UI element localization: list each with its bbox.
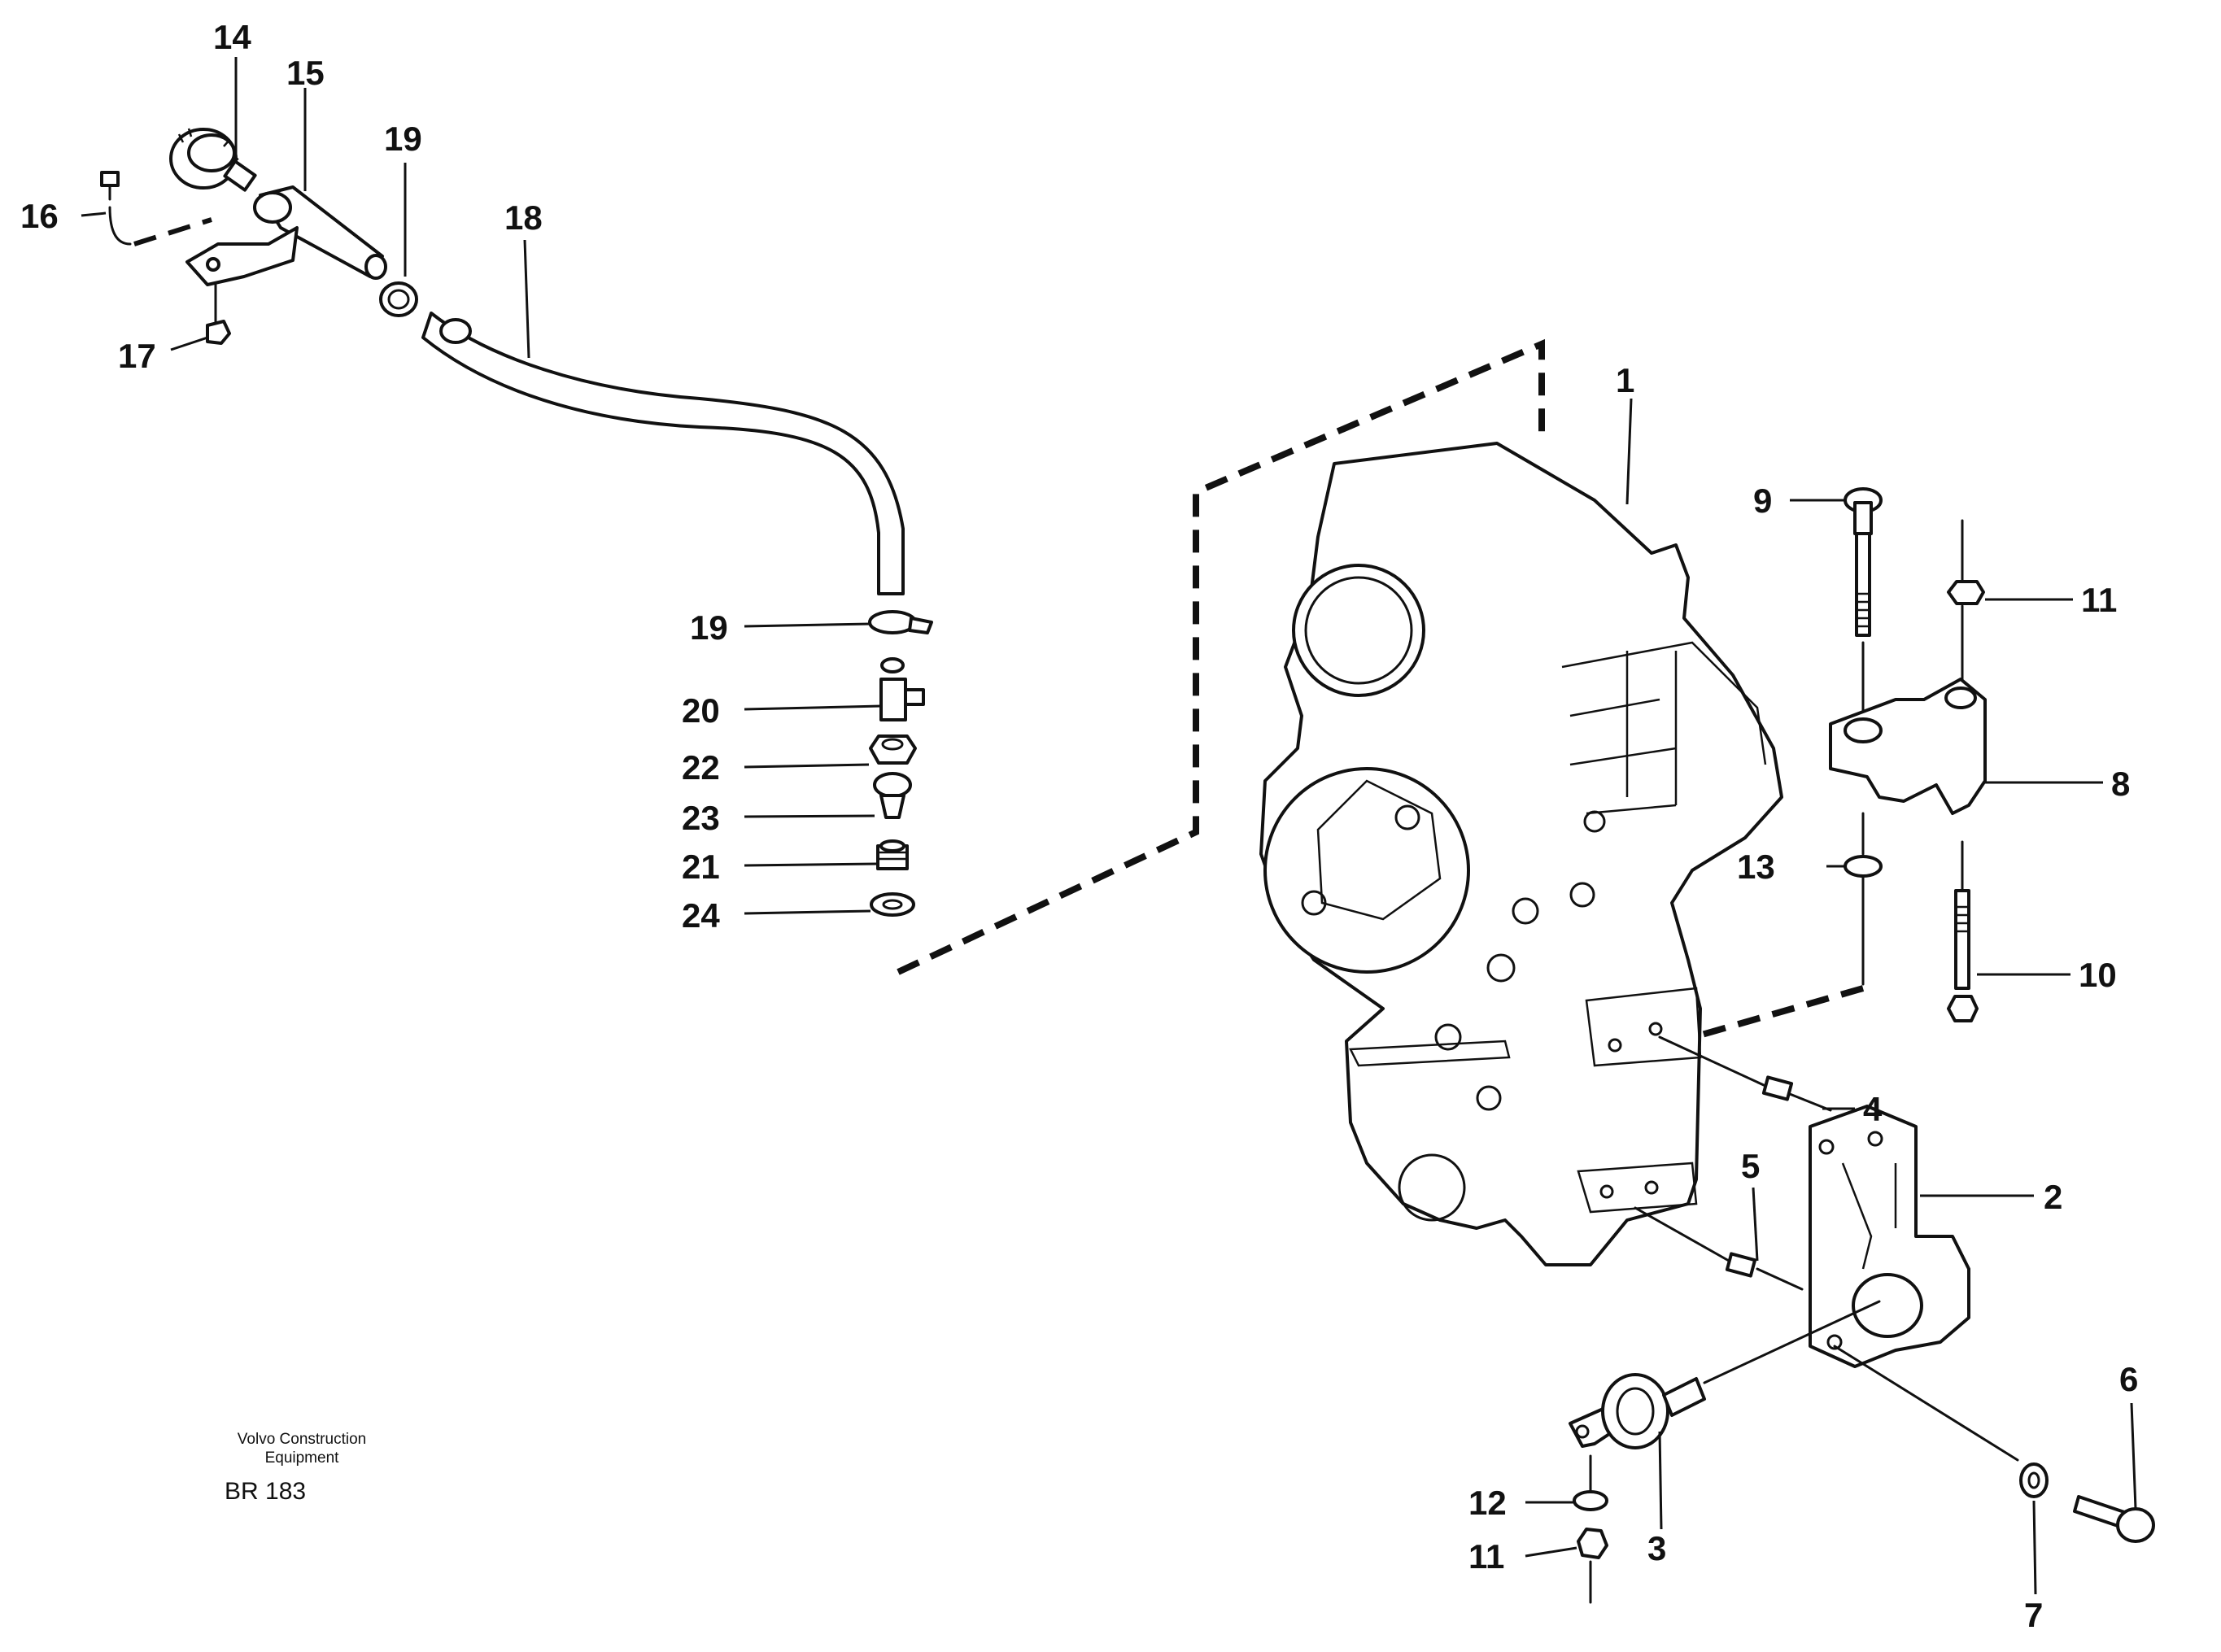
nut-part-22 xyxy=(869,734,917,765)
callout-10: 10 xyxy=(2079,956,2117,994)
callout-16: 16 xyxy=(20,197,59,235)
callout-13: 13 xyxy=(1737,848,1775,886)
callout-24: 24 xyxy=(682,896,720,935)
breather-pipe-part-15 xyxy=(253,185,387,280)
sleeve-part-23 xyxy=(873,772,912,819)
callout-17: 17 xyxy=(118,337,156,375)
transmission-housing-part-1 xyxy=(1259,442,1783,1266)
callout-20: 20 xyxy=(682,691,720,730)
tee-fitting-part-20 xyxy=(879,657,925,721)
bracket-plate xyxy=(185,226,299,286)
adapter-part-21 xyxy=(876,839,909,870)
washer-part-7 xyxy=(2019,1462,2049,1498)
callout-5: 5 xyxy=(1741,1147,1760,1185)
callout-9: 9 xyxy=(1753,482,1772,520)
nut-part-11-bottom xyxy=(1577,1528,1608,1604)
callout-18: 18 xyxy=(504,198,543,237)
callout-labels: 1 2 3 4 5 6 7 8 9 10 11 11 12 13 14 15 1… xyxy=(20,18,2138,1634)
mount-arm-part-8 xyxy=(1829,678,1987,815)
callout-23: 23 xyxy=(682,799,720,837)
callout-7: 7 xyxy=(2024,1596,2043,1634)
rubber-mount-part-3 xyxy=(1569,1300,2019,1462)
pin-part-4 xyxy=(1658,1035,1832,1112)
callout-11-top: 11 xyxy=(2081,581,2117,619)
callout-4: 4 xyxy=(1863,1090,1883,1128)
callout-19-lower: 19 xyxy=(690,608,728,647)
washer-part-24 xyxy=(870,892,915,917)
mount-bracket-part-2 xyxy=(1809,1105,1970,1368)
hose-clip-part-19-top xyxy=(379,281,418,317)
callout-2: 2 xyxy=(2044,1178,2062,1216)
drawing-code: BR 183 xyxy=(225,1478,307,1505)
callout-6: 6 xyxy=(2119,1360,2138,1398)
hose-clip-part-19-lower xyxy=(868,610,933,634)
callout-11-bottom: 11 xyxy=(1468,1537,1504,1576)
pin-part-5 xyxy=(1634,1206,1804,1291)
bolt-part-10 xyxy=(1947,840,1979,1022)
bolt-part-9 xyxy=(1844,487,1883,713)
leader-lines xyxy=(81,57,2137,1595)
credit-block: Volvo Construction Equipment BR 183 xyxy=(192,1430,412,1508)
callout-14: 14 xyxy=(213,18,251,56)
nut-part-11-top xyxy=(1947,519,1985,681)
callout-3: 3 xyxy=(1647,1529,1666,1567)
washer-part-12 xyxy=(1573,1454,1608,1511)
callout-15: 15 xyxy=(286,54,325,92)
fitting-stack xyxy=(868,610,933,917)
company-name-line-1: Volvo Construction xyxy=(237,1431,367,1448)
bolt-part-6 xyxy=(2073,1495,2155,1543)
callout-1: 1 xyxy=(1616,361,1634,399)
callout-8: 8 xyxy=(2111,765,2130,803)
callout-12: 12 xyxy=(1468,1484,1507,1522)
nut-part-17 xyxy=(206,283,231,345)
washer-part-13 xyxy=(1844,812,1883,986)
callout-22: 22 xyxy=(682,748,720,787)
callout-19-top: 19 xyxy=(384,120,422,158)
breather-hose-part-18 xyxy=(421,312,905,595)
screw-part-16 xyxy=(100,171,212,246)
company-name-line-2: Equipment xyxy=(264,1449,339,1467)
breather-cap-part-14 xyxy=(169,128,257,192)
callout-21: 21 xyxy=(682,848,720,886)
breather-assembly xyxy=(100,128,387,345)
